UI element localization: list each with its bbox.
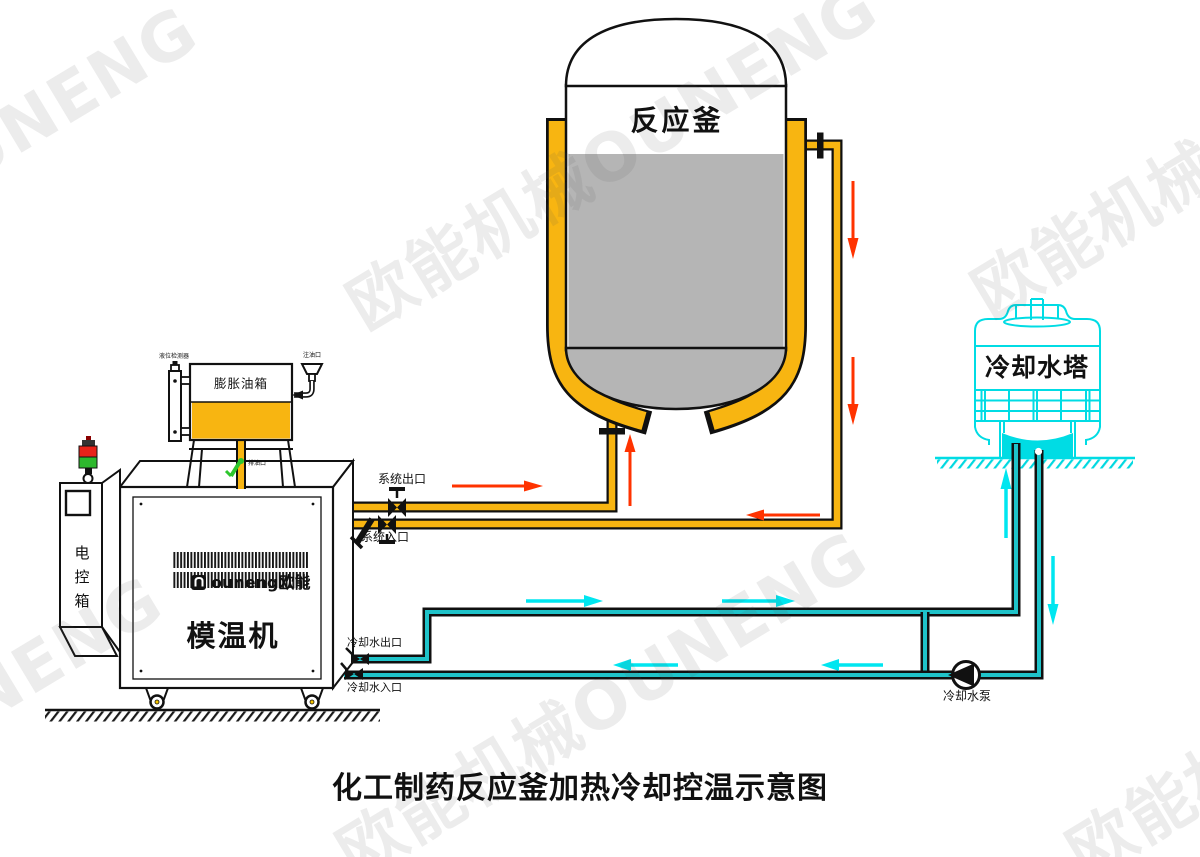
tower-fan bbox=[1003, 316, 1071, 328]
jacket-outlet-valve bbox=[817, 132, 824, 159]
cool-flow-arrows bbox=[526, 468, 1059, 671]
system-inlet-label: 系统入口 bbox=[361, 530, 410, 544]
control-box-label: 电控箱 bbox=[72, 545, 91, 617]
cooling-pump-label: 冷却水泵 bbox=[943, 689, 992, 703]
signal-tower-light bbox=[78, 436, 98, 484]
y-strainer bbox=[354, 517, 375, 545]
cooling-water-pipes bbox=[344, 443, 1044, 680]
system-outlet-valve bbox=[388, 487, 406, 517]
machine-front-panel bbox=[132, 496, 322, 680]
vent-grille bbox=[172, 552, 308, 568]
cooling-tower-label: 冷却水塔 bbox=[984, 353, 1090, 382]
oil-drain-port-label: 排油口 bbox=[248, 460, 267, 467]
oil-fill-port-label: 注油口 bbox=[303, 352, 322, 359]
brand-logo-text: ouneng欧能 bbox=[211, 573, 311, 592]
signal-light-red bbox=[78, 445, 98, 458]
hot-oil-pipes bbox=[344, 139, 843, 530]
tower-outlet-port bbox=[1034, 447, 1043, 456]
cooling-inlet-valve bbox=[340, 662, 363, 680]
system-outlet-label: 系统出口 bbox=[378, 472, 427, 486]
control-box-window bbox=[64, 489, 92, 517]
hot-flow-arrows bbox=[452, 181, 859, 521]
machine-casters bbox=[144, 687, 325, 710]
diagram-title: 化工制药反应釜加热冷却控温示意图 bbox=[332, 771, 828, 806]
reactor-dome bbox=[564, 17, 788, 88]
cooling-water-pump-icon bbox=[948, 660, 981, 690]
signal-light-green bbox=[78, 456, 98, 469]
tower-louver-lines bbox=[975, 390, 1100, 421]
level-gauge bbox=[168, 361, 191, 442]
tower-basin-water-curve bbox=[1002, 433, 1073, 441]
reactor-jacket bbox=[546, 118, 807, 435]
tower-chimney bbox=[1030, 298, 1044, 320]
control-box bbox=[58, 468, 121, 657]
oil-fill-funnel bbox=[292, 363, 324, 400]
expansion-tank-label: 膨胀油箱 bbox=[213, 376, 269, 391]
jacket-inlet-valve bbox=[599, 428, 625, 435]
reactor-liquid bbox=[568, 154, 784, 348]
system-inlet-valve bbox=[349, 515, 396, 550]
cooling-outlet-valve bbox=[345, 647, 369, 665]
expansion-tank bbox=[168, 361, 324, 489]
reactor-vessel bbox=[564, 17, 788, 411]
reactor-bottom bbox=[564, 346, 788, 411]
reactor-label: 反应釜 bbox=[630, 104, 724, 137]
oil-drain-valve bbox=[224, 458, 244, 478]
cooling-water-outlet-label: 冷却水出口 bbox=[347, 636, 402, 649]
cooling-water-inlet-label: 冷却水入口 bbox=[347, 681, 402, 694]
tank-oil bbox=[192, 402, 290, 439]
temperature-control-machine bbox=[45, 458, 380, 722]
machine-label: 模温机 bbox=[186, 619, 280, 653]
level-detector-label: 液位检测器 bbox=[159, 353, 190, 360]
machine-ground-hatch bbox=[45, 711, 380, 722]
tower-crown bbox=[974, 304, 1101, 346]
valves bbox=[340, 132, 824, 680]
cooling-tower bbox=[935, 298, 1135, 469]
